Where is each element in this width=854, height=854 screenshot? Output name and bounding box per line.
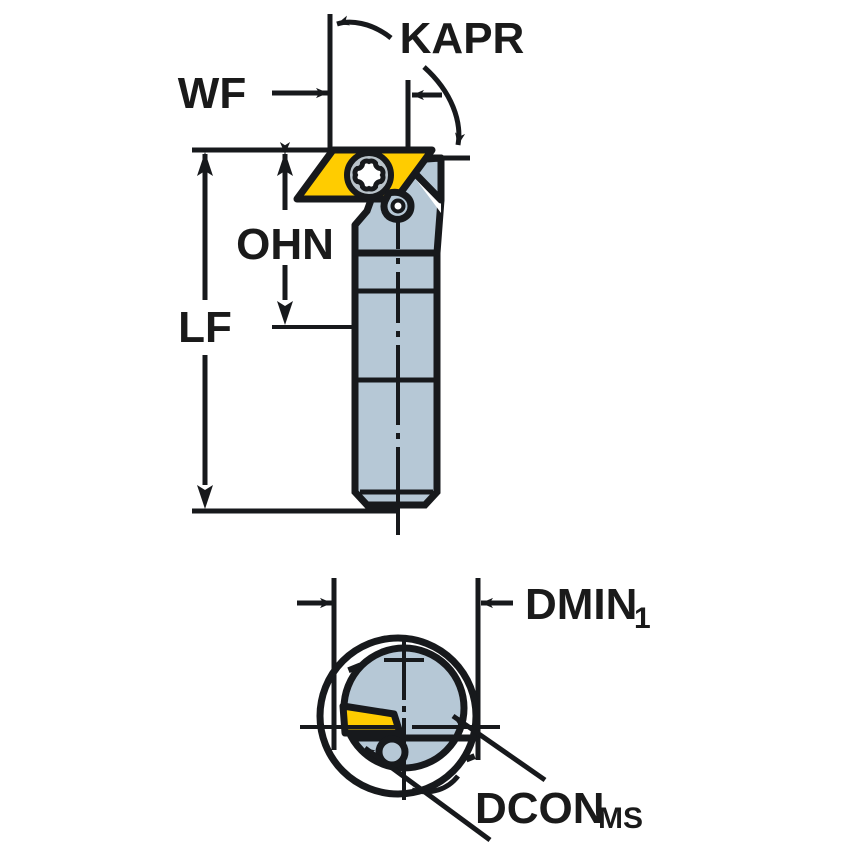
dcon-leader-upper bbox=[451, 713, 547, 783]
ohn-label: OHN bbox=[236, 220, 334, 269]
end-view-tick-marks bbox=[347, 662, 476, 763]
side-view-witness-lines bbox=[192, 14, 470, 514]
ohn-arrow-up bbox=[277, 152, 293, 176]
dimension-kapr: KAPR bbox=[336, 14, 525, 146]
dimension-wf: WF bbox=[178, 69, 328, 118]
clamp-screw-icon bbox=[380, 188, 415, 223]
kapr-label: KAPR bbox=[400, 14, 525, 63]
lf-arrow-up bbox=[197, 152, 213, 176]
kapr-leader-lower bbox=[422, 65, 466, 146]
end-view-outer-circle bbox=[316, 634, 480, 798]
dmin-subscript: 1 bbox=[634, 602, 651, 635]
tick-right bbox=[465, 753, 476, 763]
lf-arrow-down bbox=[197, 485, 213, 509]
dimension-lf: LF bbox=[178, 152, 232, 509]
wf-label: WF bbox=[178, 69, 246, 118]
end-view-centre-lines bbox=[300, 640, 500, 800]
side-view-group: WF KAPR OHN LF bbox=[178, 14, 525, 535]
kapr-leader-upper bbox=[336, 15, 393, 40]
torx-screw-icon bbox=[352, 158, 386, 192]
dmin-label: DMIN bbox=[525, 580, 637, 629]
tick-upper-left bbox=[347, 662, 362, 674]
lf-label: LF bbox=[178, 303, 232, 352]
dimension-dcon: DCON MS bbox=[363, 713, 643, 843]
dcon-subscript: MS bbox=[598, 802, 643, 835]
clamp-screw-hole bbox=[390, 198, 406, 214]
dcon-label: DCON bbox=[475, 784, 605, 833]
dimension-dmin: DMIN 1 bbox=[297, 580, 651, 635]
dcon-arc bbox=[411, 774, 460, 795]
end-view-group: DMIN 1 DCON MS bbox=[297, 578, 651, 843]
dimension-ohn: OHN bbox=[236, 142, 334, 325]
ohn-arrow-down bbox=[277, 301, 293, 325]
